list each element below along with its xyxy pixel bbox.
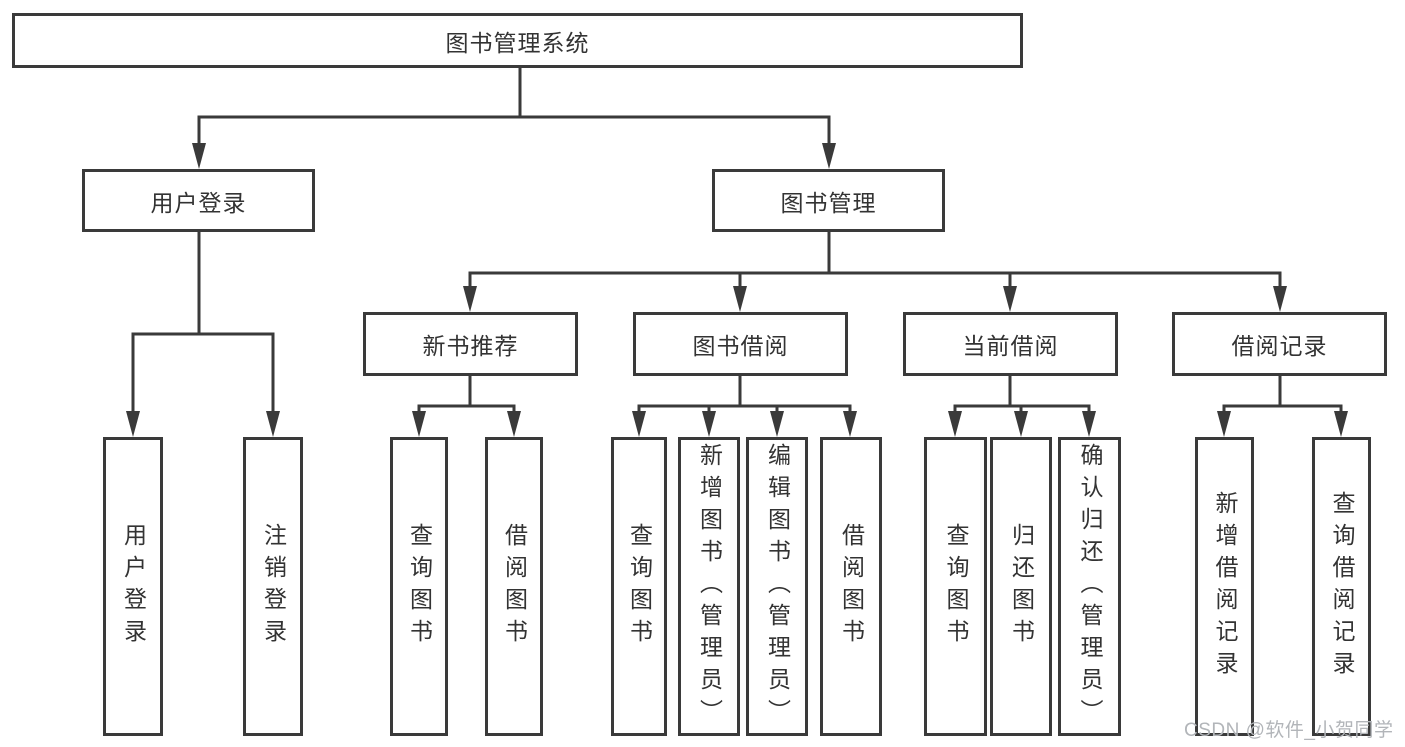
leaf-borrow-books-recommend: 借阅图书 [485,437,543,736]
node-borrow-records: 借阅记录 [1172,312,1387,376]
leaf-return-book: 归还图书 [990,437,1052,736]
arrow-down-icon [770,411,784,437]
leaf-edit-book-admin: 编辑图书（管理员） [746,437,808,736]
leaf-label: 借阅图书 [838,522,865,651]
arrow-down-icon [1217,411,1231,437]
arrow-down-icon [1273,286,1287,312]
leaf-borrow-books-borrow: 借阅图书 [820,437,882,736]
leaf-logout: 注销登录 [243,437,303,736]
arrow-down-icon [463,286,477,312]
leaf-label: 查询图书 [406,522,433,651]
arrow-down-icon [733,286,747,312]
arrow-down-icon [507,411,521,437]
node-current-borrowing: 当前借阅 [903,312,1118,376]
leaf-label: 用户登录 [120,522,147,651]
node-label: 当前借阅 [962,333,1059,359]
arrow-down-icon [843,411,857,437]
leaf-label: 查询图书 [626,522,653,651]
connector-paths [131,68,1343,413]
arrow-down-icon [1014,411,1028,437]
leaf-query-books-current: 查询图书 [924,437,987,736]
leaf-label: 归还图书 [1008,522,1035,651]
arrow-down-icon [948,411,962,437]
connector-line [1222,404,1343,413]
leaf-label: 注销登录 [260,522,287,651]
leaf-label: 编辑图书（管理员） [764,442,791,731]
node-root-system: 图书管理系统 [12,13,1023,68]
arrow-down-icon [192,143,206,169]
arrow-down-icon [702,411,716,437]
connector-line [197,115,831,147]
arrow-down-icon [632,411,646,437]
csdn-watermark: CSDN @软件_小贺同学 [1184,720,1394,741]
arrow-down-icon [412,411,426,437]
leaf-query-books-borrow: 查询图书 [611,437,667,736]
arrow-down-icon [1334,411,1348,437]
leaf-label: 查询图书 [943,522,969,651]
connector-line [131,332,275,412]
arrowheads [126,143,1348,437]
connector-line [417,404,516,413]
leaf-label: 确认归还（管理员） [1077,442,1103,731]
node-label: 图书借阅 [692,333,789,359]
node-label: 图书管理 [780,189,877,216]
node-book-borrowing: 图书借阅 [633,312,848,376]
node-label: 用户登录 [150,189,247,216]
leaf-label: 借阅图书 [501,522,528,651]
node-label: 新书推荐 [422,333,519,359]
leaf-query-borrow-record: 查询借阅记录 [1312,437,1371,736]
connector-line [468,271,1282,287]
leaf-label: 新增借阅记录 [1212,490,1238,683]
leaf-user-login: 用户登录 [103,437,163,736]
arrow-down-icon [1082,411,1096,437]
arrow-down-icon [822,143,836,169]
arrow-down-icon [266,411,280,437]
node-label: 借阅记录 [1231,333,1328,359]
leaf-label: 新增图书（管理员） [696,442,723,731]
node-user-login: 用户登录 [82,169,315,232]
leaf-add-borrow-record: 新增借阅记录 [1195,437,1254,736]
node-new-book-recommend: 新书推荐 [363,312,578,376]
leaf-label: 查询借阅记录 [1329,490,1355,683]
leaf-add-book-admin: 新增图书（管理员） [678,437,740,736]
node-book-management: 图书管理 [712,169,945,232]
arrow-down-icon [126,411,140,437]
node-root-label: 图书管理系统 [445,29,590,56]
arrow-down-icon [1003,286,1017,312]
leaf-query-books-recommend: 查询图书 [390,437,448,736]
connector-line [637,404,852,413]
leaf-confirm-return-admin: 确认归还（管理员） [1058,437,1121,736]
